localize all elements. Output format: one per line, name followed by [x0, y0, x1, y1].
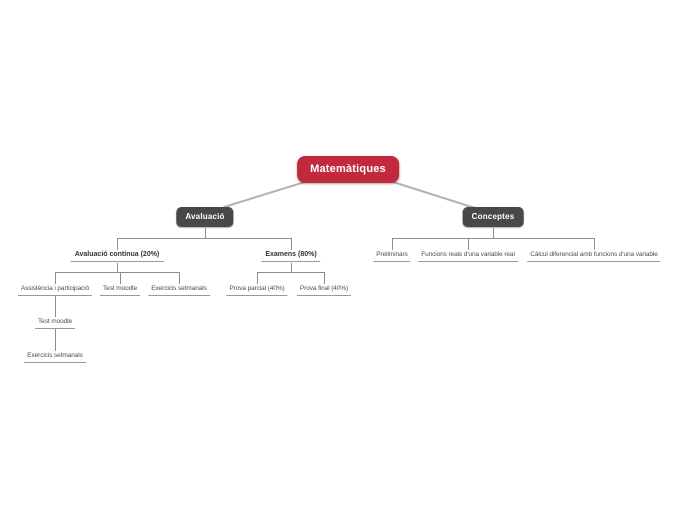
- connector-continua-children: [55, 263, 180, 284]
- node-exercicis-setmanals[interactable]: Exercicis setmanals: [148, 284, 210, 296]
- node-avaluacio[interactable]: Avaluació: [176, 207, 234, 227]
- connector-conceptes-children: [392, 228, 595, 250]
- node-test-moodle-sub[interactable]: Test moodle: [35, 317, 75, 329]
- node-prova-parcial[interactable]: Prova parcial (40%): [226, 284, 288, 296]
- node-assistencia-participacio[interactable]: Assistència i participació: [17, 284, 93, 296]
- node-preliminars[interactable]: Preliminars: [373, 250, 411, 262]
- node-exercicis-setmanals-sub[interactable]: Exercicis setmanals: [24, 351, 86, 363]
- connector-examens-children: [257, 263, 325, 284]
- node-test-moodle[interactable]: Test moodle: [100, 284, 140, 296]
- node-matematiques[interactable]: Matemàtiques: [297, 156, 399, 183]
- node-funcions-reals[interactable]: Funcions reals d'una variable real: [418, 250, 518, 262]
- node-avaluacio-continua[interactable]: Avaluació contínua (20%): [70, 250, 164, 262]
- connector-root-conceptes: [389, 180, 476, 209]
- node-examens[interactable]: Examens (80%): [261, 250, 321, 262]
- node-calcul-diferencial[interactable]: Càlcul diferencial amb funcions d'una va…: [527, 250, 661, 262]
- node-conceptes[interactable]: Conceptes: [462, 207, 524, 227]
- connector-root-avaluacio: [223, 180, 309, 208]
- connector-avaluacio-children: [117, 228, 292, 250]
- node-prova-final[interactable]: Prova final (40%): [296, 284, 352, 296]
